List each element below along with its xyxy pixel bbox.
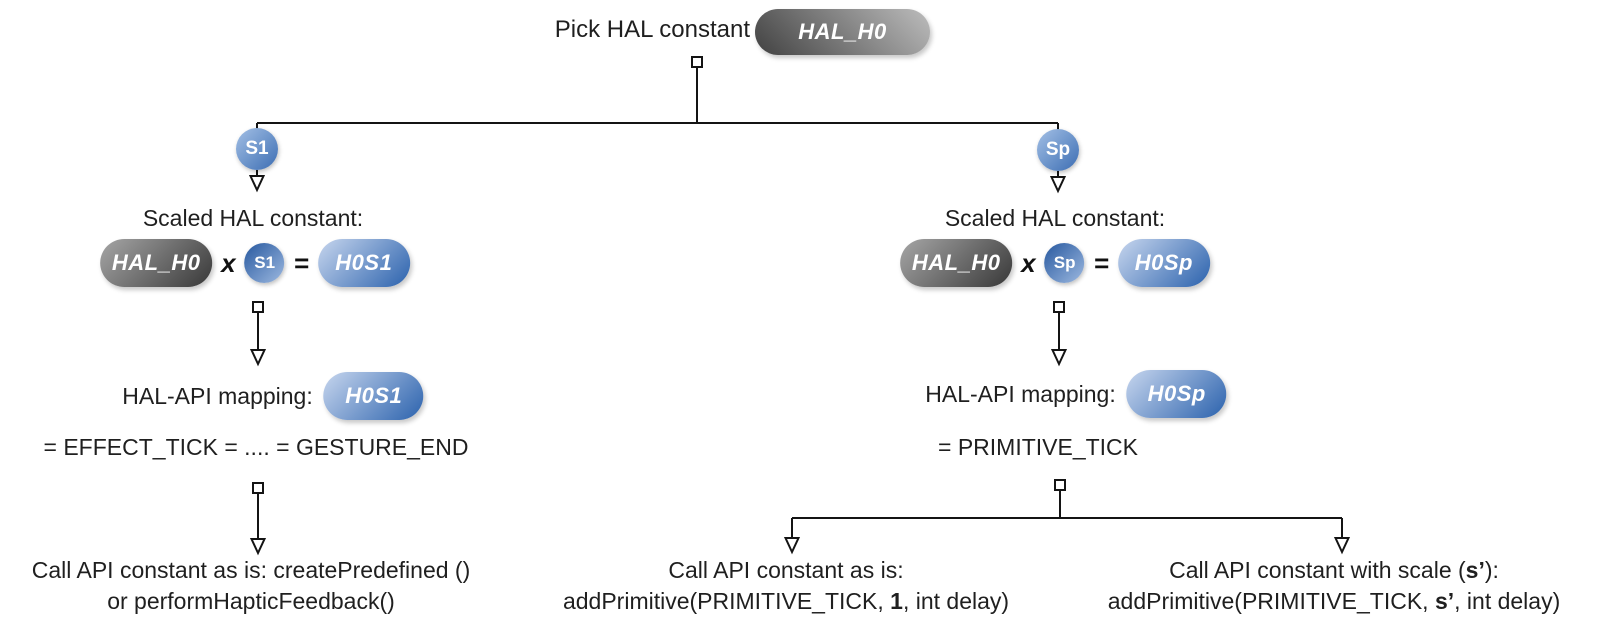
eq-hal-pill: HAL_H0 [900,239,1013,287]
connector-lines [256,67,1343,540]
eq-equals-op: = [293,248,309,278]
mapping-pill: H0Sp [1126,370,1227,418]
eq-equals-op: = [1093,248,1109,278]
scaled-equation-right: HAL_H0 x Sp = H0Sp [900,238,1210,288]
scaled-title-right: Scaled HAL constant: [944,205,1166,231]
scaled-title-left: Scaled HAL constant: [142,205,364,231]
eq-scale-circle: S1 [244,243,285,283]
scaled-equation-left: HAL_H0 x S1 = H0S1 [100,238,410,288]
arrowhead-icons [248,175,1351,556]
emphasis-scale-s: s’ [1465,557,1485,583]
mapping-equation-right: = PRIMITIVE_TICK [937,434,1139,460]
mapping-label: HAL-API mapping: [122,382,313,409]
mapping-label: HAL-API mapping: [925,380,1116,407]
eq-result-pill: H0Sp [1117,239,1210,287]
eq-hal-pill: HAL_H0 [100,239,213,287]
callout-line: addPrimitive(PRIMITIVE_TICK, 1, int dela… [562,588,1010,614]
callout-line: Call API constant with scale (s’): [1169,557,1499,583]
callout-line: Call API constant as is: createPredefine… [31,557,471,583]
call-predefined-block: Call API constant as is: createPredefine… [32,555,471,617]
callout-line: or performHapticFeedback() [107,588,395,614]
mapping-row-right: HAL-API mapping: H0Sp [925,370,1227,418]
call-primitive-as-is-block: Call API constant as is: addPrimitive(PR… [563,555,1009,617]
scale-badge-s1: S1 [236,128,278,170]
callout-line: addPrimitive(PRIMITIVE_TICK, s’, int del… [1107,588,1561,614]
call-primitive-with-scale-block: Call API constant with scale (s’): addPr… [1108,555,1560,617]
eq-times-op: x [1021,248,1036,278]
eq-times-op: x [221,248,236,278]
scale-badge-sp: Sp [1037,129,1079,171]
eq-result-pill: H0S1 [317,239,410,287]
emphasis-scale-s: s’ [1434,588,1455,614]
mapping-pill: H0S1 [323,372,424,420]
root-label: Pick HAL constant [554,16,750,43]
root-hal-pill: HAL_H0 [755,9,930,55]
emphasis-scale-one: 1 [890,588,903,614]
eq-scale-circle: Sp [1044,243,1085,283]
mapping-row-left: HAL-API mapping: H0S1 [122,372,424,420]
mapping-equation-left: = EFFECT_TICK = .... = GESTURE_END [43,434,469,460]
callout-line: Call API constant as is: [668,557,904,583]
